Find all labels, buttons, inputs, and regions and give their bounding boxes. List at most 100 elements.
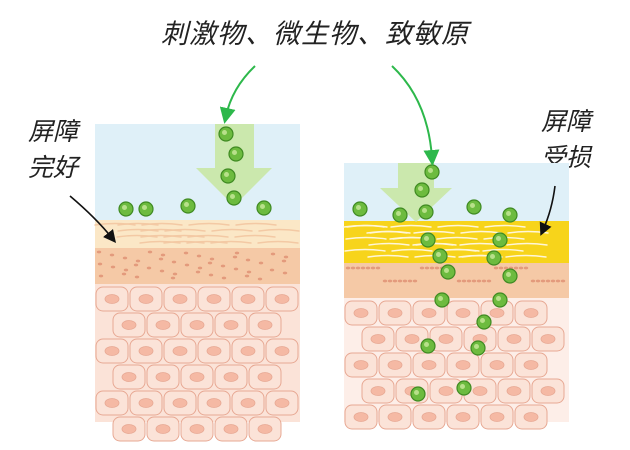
fiber-strand: [367, 254, 409, 258]
microbe-highlight: [260, 204, 265, 209]
microbe-highlight: [506, 211, 511, 216]
granule-dot: [555, 279, 561, 283]
fiber-strand: [164, 228, 206, 232]
panel-intact: [94, 124, 300, 442]
cell-nucleus: [370, 334, 386, 344]
cell-nucleus: [189, 372, 205, 382]
granule-dot: [109, 253, 115, 257]
microbe-highlight: [418, 186, 423, 191]
granule-dot: [365, 266, 371, 270]
granule-dot: [245, 258, 251, 262]
cell-nucleus: [206, 346, 222, 356]
cell-nucleus: [138, 398, 154, 408]
granule-dot: [97, 262, 103, 266]
granule-dot: [407, 279, 413, 283]
fibers-intact: [94, 222, 300, 244]
cell-nucleus: [240, 398, 256, 408]
microbe-highlight: [460, 384, 465, 389]
cell-nucleus: [155, 320, 171, 330]
granule-dot: [232, 255, 238, 259]
cell-nucleus: [138, 294, 154, 304]
fiber-strand: [415, 242, 457, 246]
fiber-strand: [210, 240, 252, 244]
cell-nucleus: [121, 320, 137, 330]
granule-dot: [471, 279, 477, 283]
microbe-highlight: [444, 268, 449, 273]
granule-dot: [355, 266, 361, 270]
granule-dot: [195, 270, 201, 274]
cell-nucleus: [223, 424, 239, 434]
granule-dot: [233, 267, 239, 271]
granule-dot: [429, 266, 435, 270]
cell-nucleus: [523, 308, 539, 318]
microbe-highlight: [396, 211, 401, 216]
fiber-strand: [139, 240, 181, 244]
granule-dot: [122, 256, 128, 260]
cell-nucleus: [438, 386, 454, 396]
granule-dot: [434, 266, 440, 270]
cell-nucleus: [172, 398, 188, 408]
granule-dot: [412, 279, 418, 283]
granule-dot: [370, 266, 376, 270]
granule-dot: [518, 266, 524, 270]
cell-nucleus: [506, 386, 522, 396]
granule-dot: [133, 263, 139, 267]
granule-dot: [498, 266, 504, 270]
granule-dot: [244, 274, 250, 278]
granule-dot: [419, 266, 425, 270]
granule-dot: [171, 260, 177, 264]
fiber-strand: [346, 224, 388, 228]
sky-area-damaged: [344, 163, 569, 223]
granule-dot: [234, 251, 240, 255]
microbe-highlight: [414, 390, 419, 395]
granule-dot: [283, 255, 289, 259]
diagram-title: 刺激物、微生物、致敏原: [161, 19, 469, 50]
particles-intact: [118, 126, 272, 217]
granule-dot: [345, 266, 351, 270]
cell-nucleus: [121, 424, 137, 434]
fiber-strand: [482, 248, 524, 252]
granular-layer-intact: [95, 246, 300, 286]
microbe-highlight: [122, 205, 127, 210]
granule-dot: [146, 266, 152, 270]
granule-dot: [270, 252, 276, 256]
fiber-strand: [368, 242, 410, 246]
granule-dot: [493, 266, 499, 270]
granule-dot: [530, 279, 536, 283]
fiber-strand: [437, 224, 479, 228]
microbe-highlight: [470, 203, 475, 208]
granule-dot: [96, 250, 102, 254]
granule-dot: [160, 253, 166, 257]
microbe-highlight: [422, 208, 427, 213]
granule-dot: [134, 275, 140, 279]
cell-nucleus: [257, 320, 273, 330]
microbe-highlight: [424, 236, 429, 241]
granule-dot: [281, 259, 287, 263]
fiber-strand: [117, 228, 159, 232]
granule-dot: [159, 269, 165, 273]
cell-nucleus: [138, 346, 154, 356]
granule-dot: [375, 266, 381, 270]
granule-dot: [197, 266, 203, 270]
cell-nucleus: [223, 372, 239, 382]
microbe-highlight: [224, 172, 229, 177]
microbe-highlight: [230, 194, 235, 199]
fiber-strand: [163, 240, 205, 244]
cell-nucleus: [387, 360, 403, 370]
granule-dot: [220, 264, 226, 268]
fiber-strand: [506, 242, 548, 246]
cell-nucleus: [189, 424, 205, 434]
cell-nucleus: [172, 346, 188, 356]
fiber-strand: [94, 222, 136, 226]
granule-dot: [269, 268, 275, 272]
cell-nucleus: [257, 424, 273, 434]
cell-nucleus: [506, 334, 522, 344]
granule-dot: [350, 266, 356, 270]
fibers-damaged: [343, 224, 549, 258]
panel-damaged: [343, 163, 569, 430]
cell-nucleus: [387, 308, 403, 318]
granule-dot: [461, 279, 467, 283]
granule-dot: [208, 273, 214, 277]
cell-nucleus: [206, 294, 222, 304]
fiber-strand: [234, 234, 276, 238]
